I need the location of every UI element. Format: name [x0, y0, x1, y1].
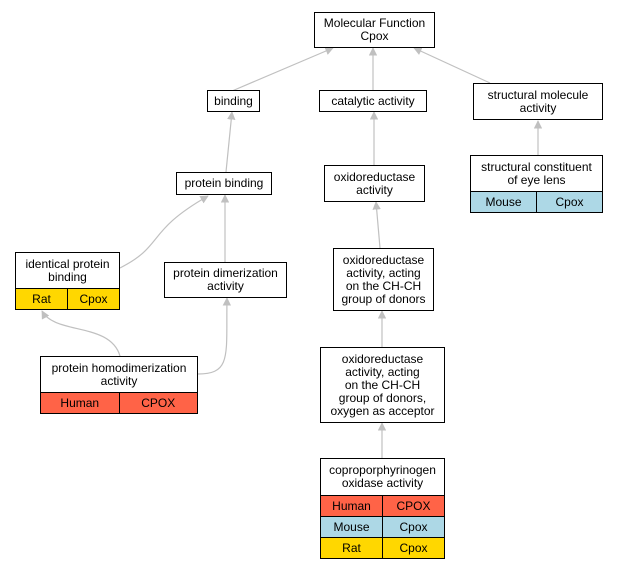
- edge-structural-to-mf: [413, 47, 491, 84]
- node-label: oxidoreductase activity: [333, 169, 416, 197]
- edge-homodimer-to-identical: [41, 310, 121, 357]
- node-oxidoreductase-activity[interactable]: oxidoreductase activity: [324, 165, 425, 202]
- node-label: protein homodimerization activity: [51, 360, 187, 388]
- node-label: structural molecule activity: [487, 87, 589, 115]
- gene-cell: Cpox: [382, 517, 444, 537]
- node-structural-molecule-activity[interactable]: structural molecule activity: [473, 83, 603, 120]
- species-row-rat: Rat Cpox: [16, 288, 119, 309]
- species-cell: Rat: [342, 541, 361, 555]
- node-protein-binding[interactable]: protein binding: [176, 172, 272, 195]
- gene-cell: Cpox: [536, 192, 602, 212]
- node-protein-dimerization-activity[interactable]: protein dimerization activity: [164, 262, 287, 298]
- node-label: Molecular Function Cpox: [323, 16, 426, 43]
- gene-cell: Cpox: [382, 538, 444, 558]
- node-label: coproporphyrinogen oxidase activity: [329, 463, 436, 490]
- node-molecular-function[interactable]: Molecular Function Cpox: [314, 12, 435, 48]
- species-row-rat: Rat Cpox: [321, 537, 444, 558]
- gene-cell: Cpox: [67, 289, 119, 309]
- edge-protein-binding-to-binding: [225, 111, 236, 173]
- edge-binding-to-mf: [231, 47, 334, 92]
- node-protein-homodimerization-activity[interactable]: protein homodimerization activity Human …: [40, 356, 198, 414]
- node-oxidoreductase-oxygen-acceptor[interactable]: oxidoreductase activity, acting on the C…: [320, 347, 445, 423]
- node-label: structural constituent of eye lens: [481, 159, 592, 187]
- gene-cell: CPOX: [118, 393, 198, 413]
- edge-homodimer-to-dimerization: [197, 297, 232, 375]
- node-structural-constituent-eye-lens[interactable]: structural constituent of eye lens Mouse…: [470, 155, 603, 213]
- species-cell: Human: [60, 396, 100, 410]
- species-cell: Mouse: [485, 195, 522, 209]
- node-label: identical protein binding: [25, 256, 110, 284]
- species-row-mouse: Mouse Cpox: [321, 516, 444, 537]
- node-catalytic-activity[interactable]: catalytic activity: [319, 90, 427, 112]
- node-label: oxidoreductase activity, acting on the C…: [330, 351, 435, 418]
- node-oxidoreductase-chch[interactable]: oxidoreductase activity, acting on the C…: [333, 248, 434, 311]
- node-label: binding: [214, 93, 253, 108]
- species-row-human: Human CPOX: [321, 495, 444, 516]
- species-row-mouse: Mouse Cpox: [471, 191, 602, 212]
- species-cell: Rat: [32, 292, 51, 306]
- edge-ox-chch-to-oxidoreductase: [372, 201, 381, 249]
- node-label: protein binding: [184, 176, 264, 190]
- node-identical-protein-binding[interactable]: identical protein binding Rat Cpox: [15, 252, 120, 310]
- node-label: catalytic activity: [331, 93, 415, 108]
- edge-identical-to-protein-binding: [119, 195, 209, 269]
- node-label: oxidoreductase activity, acting on the C…: [341, 252, 426, 306]
- gene-cell: CPOX: [382, 496, 444, 516]
- node-binding[interactable]: binding: [207, 90, 260, 112]
- node-coproporphyrinogen-oxidase[interactable]: coproporphyrinogen oxidase activity Huma…: [320, 458, 445, 559]
- species-row-human: Human CPOX: [41, 392, 197, 413]
- species-cell: Mouse: [333, 520, 370, 534]
- node-label: protein dimerization activity: [173, 266, 278, 293]
- species-cell: Human: [332, 499, 371, 513]
